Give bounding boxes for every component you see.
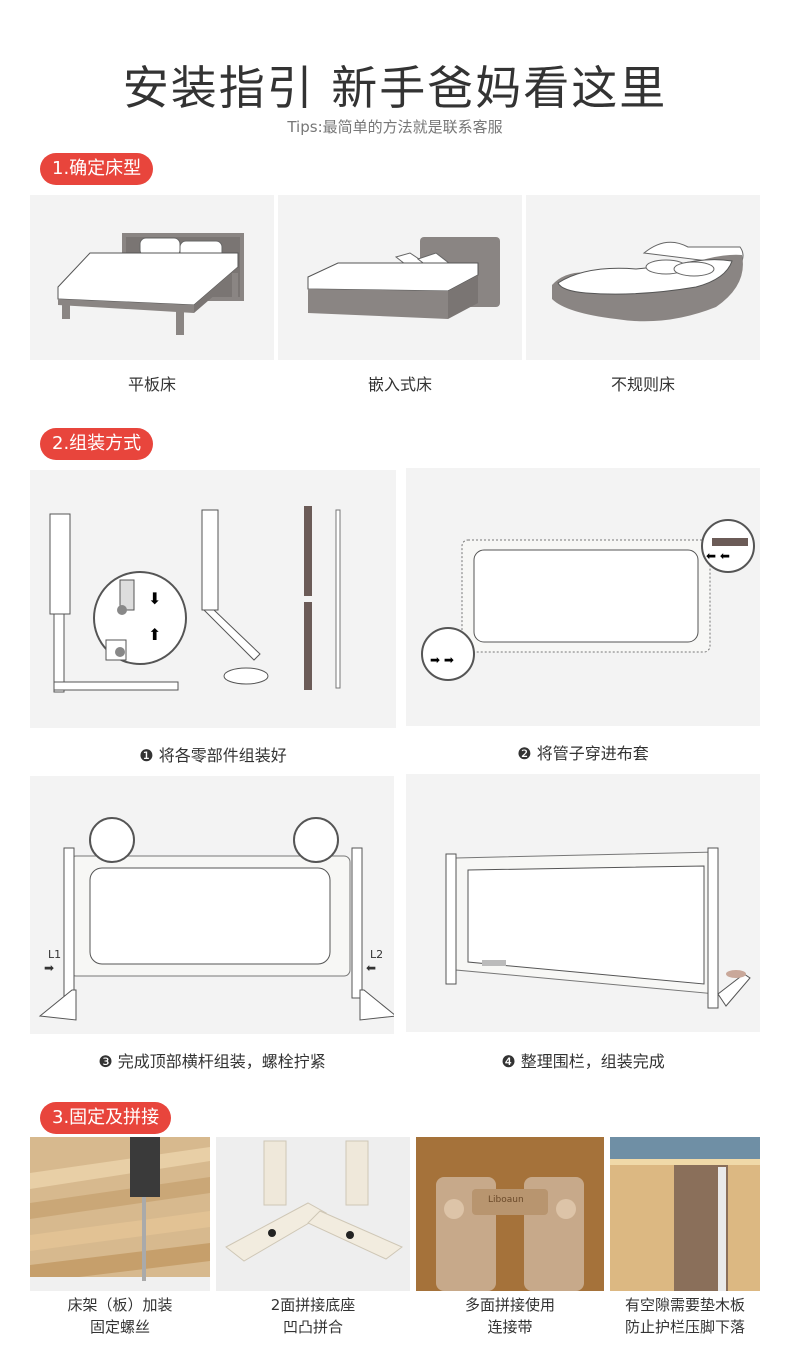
irregular-bed-image bbox=[526, 195, 760, 360]
fix-caption-1: 床架（板）加装 固定螺丝 bbox=[67, 1296, 173, 1336]
svg-text:➡ ➡: ➡ ➡ bbox=[430, 653, 454, 667]
bed-caption-flat: 平板床 bbox=[127, 375, 176, 394]
wood-board-gap-photo bbox=[610, 1137, 760, 1291]
fix-caption-3: 多面拼接使用 连接带 bbox=[464, 1296, 555, 1336]
bed-caption-irregular: 不规则床 bbox=[610, 375, 675, 394]
bed-caption-embedded: 嵌入式床 bbox=[367, 375, 432, 394]
connection-strap-photo: Liboaun bbox=[416, 1137, 604, 1291]
step-caption-4: ❹ 整理围栏，组装完成 bbox=[501, 1052, 665, 1071]
svg-text:➡: ➡ bbox=[44, 961, 54, 975]
svg-text:⬅: ⬅ bbox=[366, 961, 376, 975]
step-1-image: ⬇ ⬆ bbox=[30, 470, 396, 728]
section-1-label: 1.确定床型 bbox=[40, 153, 154, 185]
fix-caption-2: 2面拼接底座 凹凸拼合 bbox=[270, 1296, 356, 1336]
step-caption-3: ❸ 完成顶部横杆组装，螺栓拧紧 bbox=[98, 1052, 326, 1071]
fix-caption-4: 有空隙需要垫木板 防止护栏压脚下落 bbox=[624, 1296, 745, 1336]
section-3-label: 3.固定及拼接 bbox=[40, 1102, 172, 1134]
step-caption-1: ❶ 将各零部件组装好 bbox=[139, 746, 287, 765]
step-3-image: ➡ ⬅ L1 L2 bbox=[30, 776, 394, 1034]
tips-text: Tips:最简单的方法就是联系客服 bbox=[287, 118, 503, 136]
base-join-photo bbox=[216, 1137, 410, 1291]
l1-label: L1 bbox=[48, 948, 62, 961]
brand-strap-label: Liboaun bbox=[488, 1195, 524, 1205]
svg-text:⬇: ⬇ bbox=[148, 589, 161, 608]
bed-frame-screw-photo bbox=[30, 1137, 210, 1291]
flat-bed-image bbox=[30, 195, 274, 360]
embedded-bed-image bbox=[278, 195, 522, 360]
section-2-label: 2.组装方式 bbox=[40, 428, 154, 460]
svg-text:⬆: ⬆ bbox=[148, 625, 161, 644]
svg-text:⬅ ⬅: ⬅ ⬅ bbox=[706, 549, 730, 563]
l2-label: L2 bbox=[370, 948, 384, 961]
step-2-image: ⬅ ⬅ ➡ ➡ bbox=[406, 468, 760, 726]
page-title: 安装指引 新手爸妈看这里 bbox=[122, 61, 668, 115]
step-caption-2: ❷ 将管子穿进布套 bbox=[517, 744, 649, 763]
step-4-image bbox=[406, 774, 760, 1032]
